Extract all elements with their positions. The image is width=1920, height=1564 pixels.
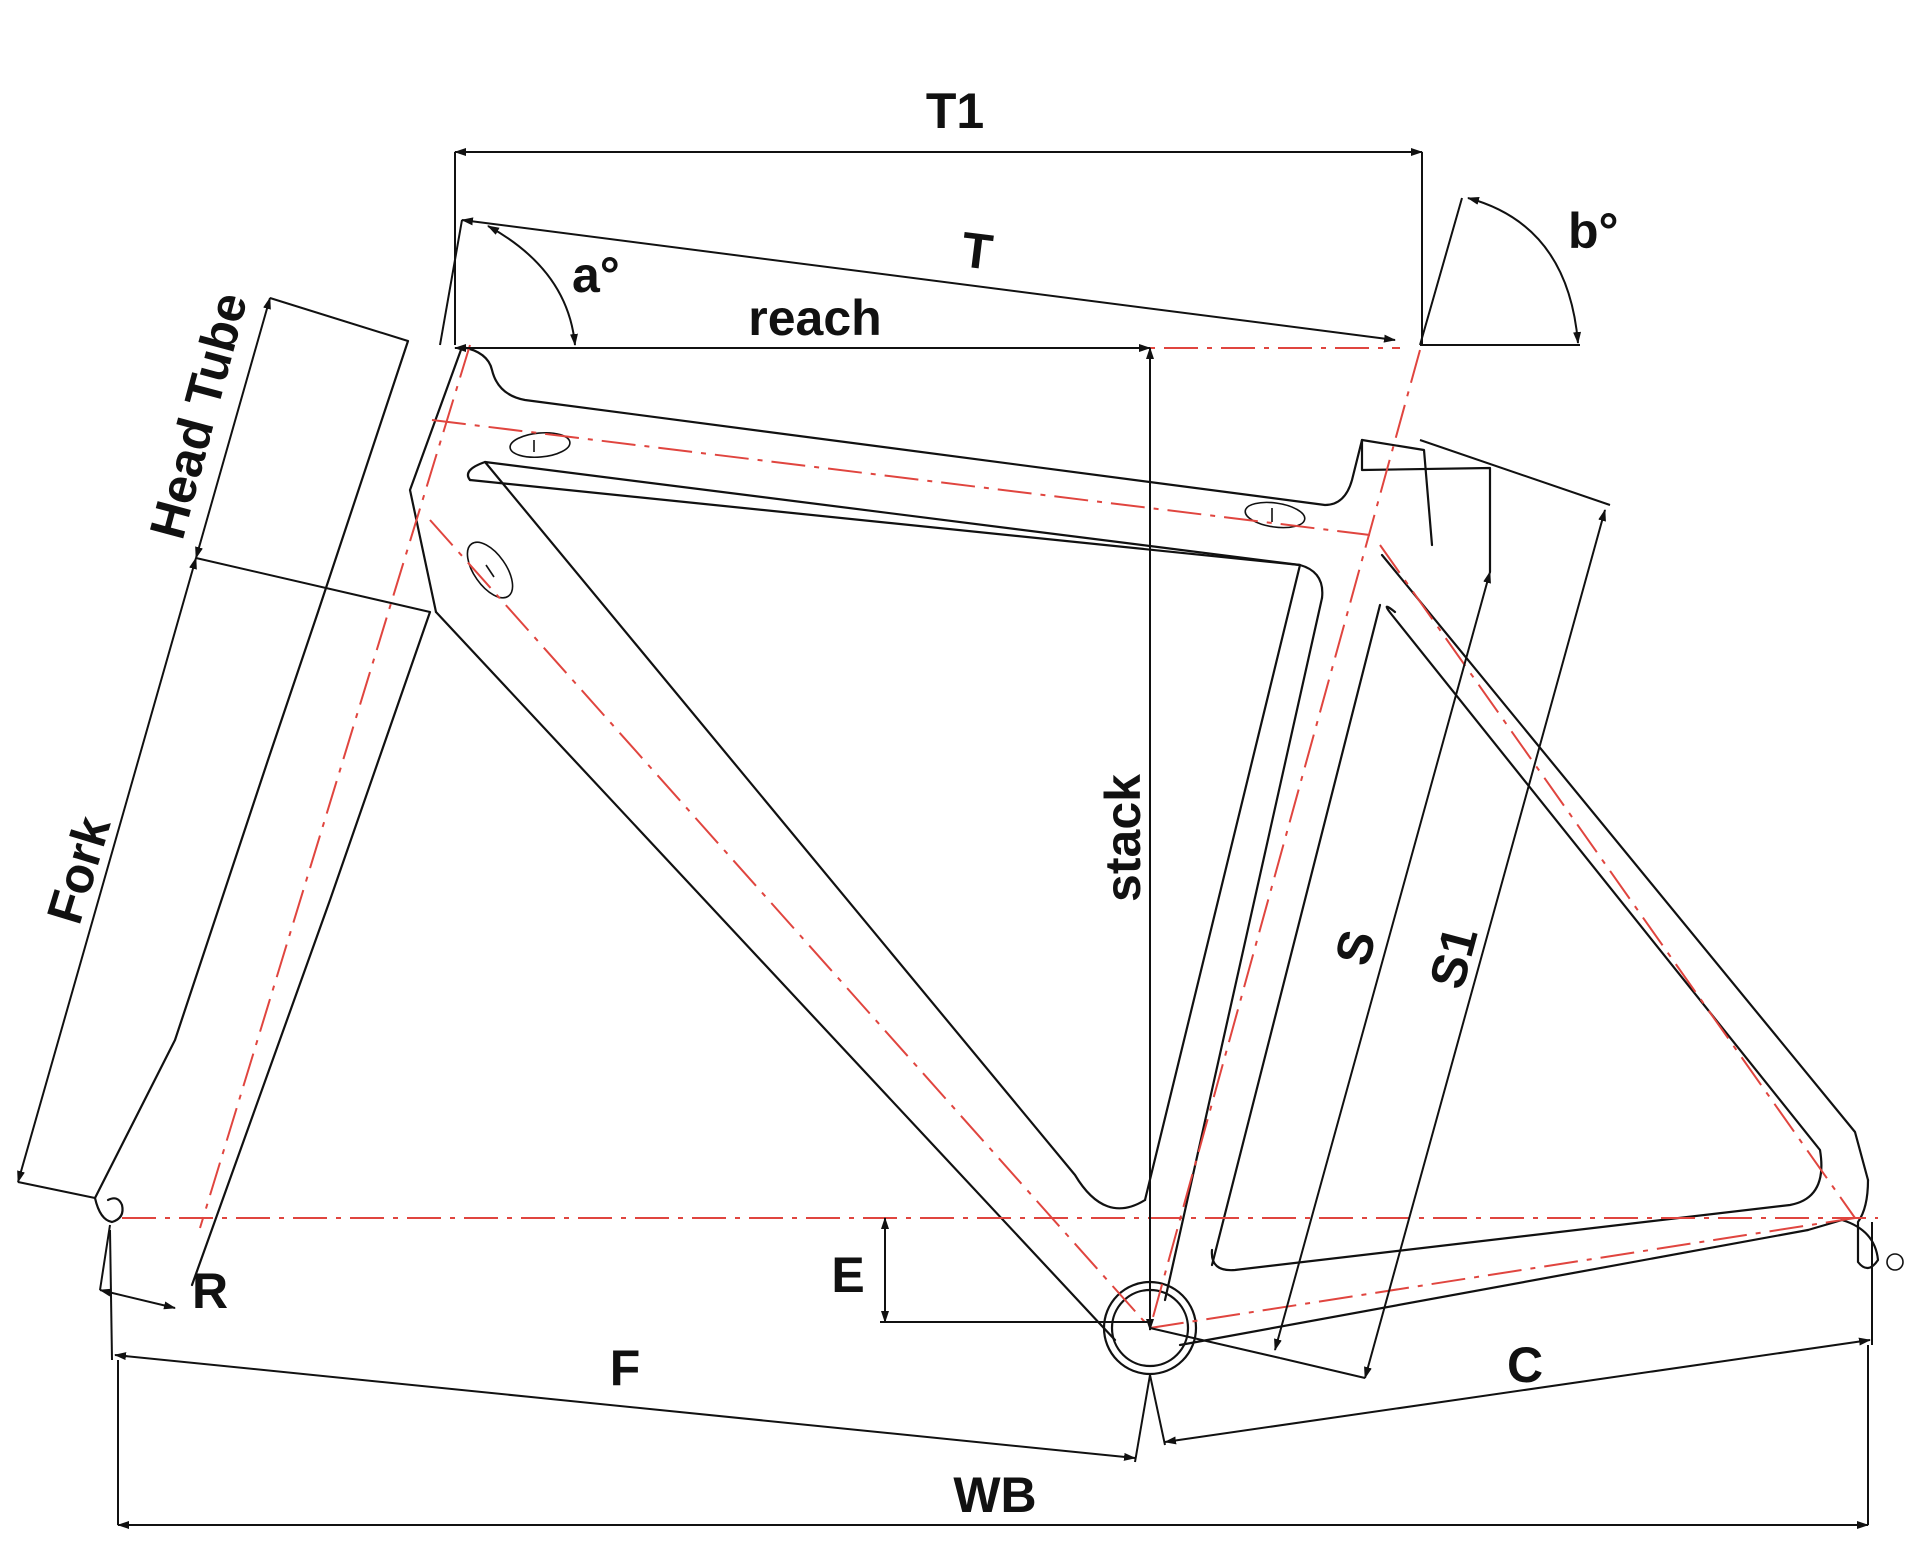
label-f: F	[610, 1340, 641, 1396]
angle-a-arc	[487, 225, 578, 346]
seat-tube-top	[1360, 438, 1434, 547]
rear-dropout	[1806, 1178, 1880, 1270]
steering-axis-centerline	[199, 344, 471, 1229]
down-tube-lower-edge	[434, 610, 1117, 1342]
down-tube-upper-edge	[466, 460, 1147, 1210]
dimension-fork	[17, 557, 197, 1183]
label-reach: reach	[748, 290, 881, 346]
label-stack: stack	[1095, 774, 1151, 902]
seat-stay-centerline	[1379, 544, 1856, 1219]
dimensions	[17, 148, 1873, 1529]
frame-outline	[93, 339, 1904, 1376]
front-dropout	[93, 1196, 124, 1224]
top-tube-centerline	[431, 419, 1371, 536]
seat-collar	[1360, 438, 1492, 574]
chain-stay	[1178, 1228, 1810, 1347]
head-tube-rear-edge	[408, 345, 464, 614]
front-triangle-inner	[483, 460, 1302, 1202]
centerlines	[122, 344, 1878, 1329]
label-wb: WB	[953, 1467, 1036, 1523]
label-c: C	[1507, 1337, 1543, 1393]
dimension-f	[114, 1352, 1136, 1461]
derailleur-hanger	[1886, 1253, 1904, 1271]
label-head-tube: Head Tube	[139, 287, 258, 545]
label-a-angle: a°	[572, 247, 620, 303]
chain-stay-centerline	[1149, 1217, 1856, 1329]
angle-b-arc	[1467, 197, 1582, 344]
dimension-head-tube	[195, 297, 271, 559]
dimension-t	[461, 217, 1396, 343]
top-tube-upper-edge	[460, 345, 1364, 507]
fork-rear-edge	[190, 610, 432, 1287]
label-s: S	[1324, 924, 1387, 971]
dimension-r	[99, 1288, 176, 1310]
label-r: R	[192, 1263, 228, 1319]
dimension-c	[1164, 1337, 1871, 1445]
down-tube-centerline	[429, 519, 1151, 1329]
top-tube-lower-edge	[468, 478, 1324, 600]
head-tube-front-edge	[93, 339, 410, 1200]
label-t: T	[958, 221, 995, 280]
cable-guides	[466, 431, 1306, 599]
label-e: E	[831, 1247, 864, 1303]
label-fork: Fork	[36, 810, 121, 930]
label-s1: S1	[1419, 921, 1489, 995]
dimension-s1	[1364, 509, 1606, 1379]
seat-tube-front-edge	[1163, 596, 1324, 1302]
seat-stay	[1380, 553, 1870, 1182]
label-t1: T1	[926, 83, 984, 139]
seat-tube-centerline	[1149, 349, 1421, 1329]
rear-triangle-inner	[1210, 605, 1823, 1272]
label-b-angle: b°	[1568, 203, 1619, 259]
